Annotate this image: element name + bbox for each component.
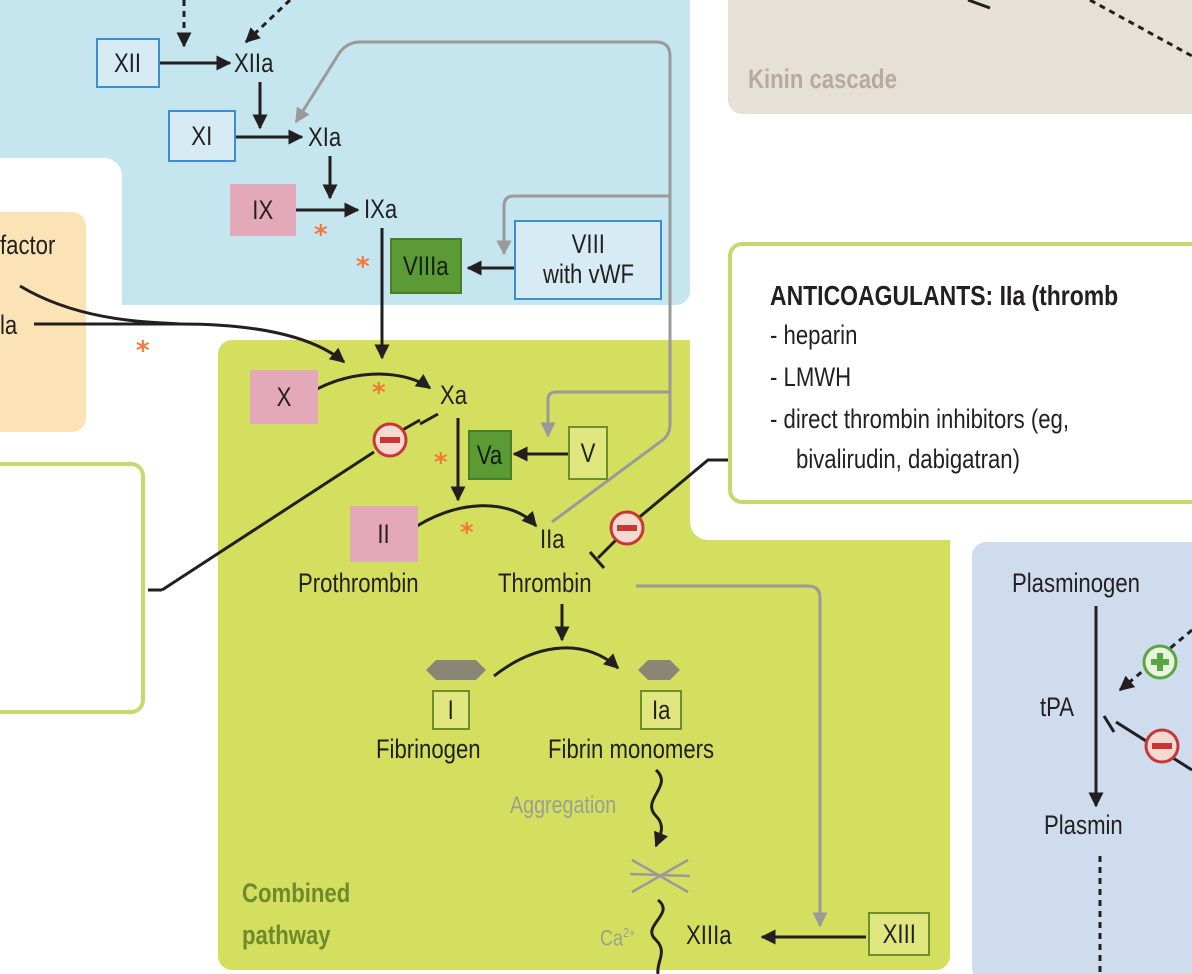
combined-pathway-label-2: pathway xyxy=(242,920,331,950)
kinin-cascade-label: Kinin cascade xyxy=(748,64,897,94)
dashed-arrow-into-xiia-2 xyxy=(244,0,292,44)
factor-ii-box: II xyxy=(350,506,418,562)
kinin-cascade-panel xyxy=(728,0,1192,114)
asterisk-ii: * xyxy=(460,518,474,548)
minus-icon-xa xyxy=(372,422,408,458)
inhibitor-line-xa xyxy=(161,450,375,592)
minus-icon-iia xyxy=(609,510,645,546)
inhibit-bar-iia xyxy=(588,551,606,569)
fibrin-monomer-hexagon-icon xyxy=(638,660,680,680)
factor-i-box: I xyxy=(432,690,470,730)
factor-viia-label: la xyxy=(0,310,18,340)
factor-xia-label: XIa xyxy=(308,122,342,152)
curve-fibrinogen-to-fibrin xyxy=(493,646,620,678)
thrombin-label: Thrombin xyxy=(498,568,592,598)
inhibit-bar-xa xyxy=(419,412,439,426)
anticoagulant-item-2: - LMWH xyxy=(770,362,852,392)
asterisk-ix: * xyxy=(314,220,328,250)
fibrinogen-label: Fibrinogen xyxy=(376,734,481,764)
inhibit-stem-iia xyxy=(596,538,618,560)
curve-x-to-xa xyxy=(301,372,432,400)
anticoagulant-item-1: - heparin xyxy=(770,320,858,350)
aggregation-label: Aggregation xyxy=(510,792,617,819)
prothrombin-label: Prothrombin xyxy=(298,568,419,598)
tpa-label: tPA xyxy=(1040,692,1075,722)
asterisk-extrinsic: * xyxy=(136,336,150,366)
fibrin-mesh-icon xyxy=(629,858,691,894)
factor-xa-label: Xa xyxy=(440,380,468,410)
factor-viii-vwf-box: VIII with vWF xyxy=(514,220,662,300)
curve-tissue-factor xyxy=(19,284,181,326)
factor-iia-label: IIa xyxy=(540,524,565,554)
thrombin-feedback-to-viii xyxy=(496,194,670,256)
thrombin-feedback-to-v xyxy=(540,390,670,438)
combined-pathway-label-1: Combined xyxy=(242,878,351,908)
curve-ii-to-iia xyxy=(407,504,538,534)
minus-icon-tpa xyxy=(1144,728,1180,764)
factor-ixa-label: IXa xyxy=(364,194,398,224)
fibrinogen-hexagon-icon xyxy=(426,660,486,680)
anticoagulant-connector xyxy=(635,458,728,522)
anticoagulant-item-3-continuation: bivalirudin, dabigatran) xyxy=(796,444,1021,474)
anticoagulant-item-3: - direct thrombin inhibitors (eg, xyxy=(770,404,1070,434)
asterisk-x: * xyxy=(372,378,386,408)
asterisk-va: * xyxy=(434,448,448,478)
anticoagulant-note-box xyxy=(728,242,1192,504)
factor-xiia-label: XIIa xyxy=(234,48,274,78)
factor-v-box: V xyxy=(568,426,608,480)
factor-viiia-box: VIIIa xyxy=(390,238,462,294)
tissue-factor-label: factor xyxy=(0,230,56,260)
left-note-box xyxy=(0,462,145,714)
arrow-extrinsic-to-xa xyxy=(34,322,346,364)
anticoagulants-note-title: ANTICOAGULANTS: IIa (thromb xyxy=(770,280,1119,311)
extrinsic-pathway-panel xyxy=(0,212,86,432)
factor-ix-box: IX xyxy=(230,184,296,236)
factor-xiiia-label: XIIIa xyxy=(686,920,732,950)
plasminogen-label: Plasminogen xyxy=(1012,568,1140,598)
thrombin-to-xiii-arrow xyxy=(636,584,828,928)
factor-xi-box: XI xyxy=(168,110,236,162)
factor-xii-box: XII xyxy=(96,38,160,88)
factor-va-box: Va xyxy=(468,430,512,480)
plus-icon-tpa xyxy=(1142,644,1178,680)
fibrin-monomers-label: Fibrin monomers xyxy=(548,734,715,764)
thrombin-feedback-to-xia xyxy=(294,40,672,524)
kinin-arrow-fragment xyxy=(967,0,991,10)
crosslink-squiggle xyxy=(650,898,665,974)
aggregation-squiggle xyxy=(650,768,668,848)
asterisk-viiia: * xyxy=(356,252,370,282)
inhibit-bar-tpa xyxy=(1102,715,1116,733)
plasmin-label: Plasmin xyxy=(1044,810,1123,840)
dashed-line-kinin xyxy=(1089,0,1192,58)
calcium-label: Ca2+ xyxy=(600,925,636,951)
factor-xiii-box: XIII xyxy=(868,912,930,956)
factor-ia-box: Ia xyxy=(640,690,682,730)
factor-x-box: X xyxy=(250,370,318,424)
